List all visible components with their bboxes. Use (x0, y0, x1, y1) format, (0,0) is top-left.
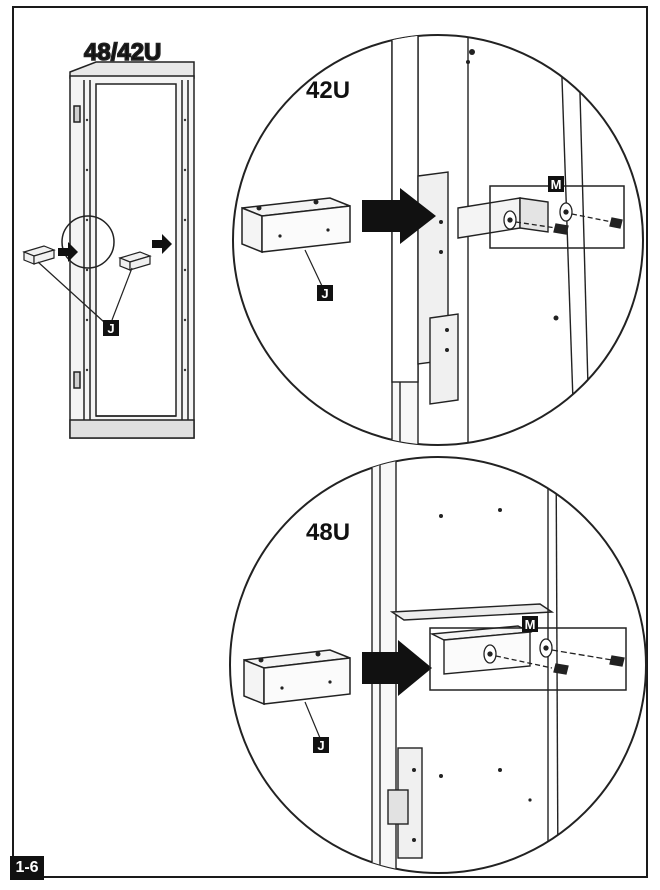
screw-washer-assembly-48u (483, 638, 625, 675)
bracket-j-48u (243, 649, 351, 706)
inset-42u-title: 42U (306, 77, 350, 104)
svg-text:M: M (525, 617, 536, 632)
svg-text:J: J (317, 738, 324, 753)
arrow-small-right (152, 234, 172, 254)
bracket-j-left-small (22, 245, 56, 265)
rack-overview: 48/42U (61, 38, 195, 439)
inset-48u: 48U J (229, 456, 647, 874)
arrow-small-left (58, 242, 78, 262)
screw-washer-assembly-42u (503, 202, 623, 235)
svg-text:J: J (107, 321, 114, 336)
bracket-j-42u (241, 197, 351, 254)
tag-m-42u: M (548, 176, 564, 192)
tag-j-42u: J (317, 285, 333, 301)
leader-lines-overview (37, 261, 133, 323)
tag-j-48u: J (313, 737, 329, 753)
arrow-48u (362, 640, 432, 696)
svg-text:J: J (321, 286, 328, 301)
tag-m-48u: M (522, 616, 538, 632)
figure-frame (12, 6, 648, 878)
inset-48u-title: 48U (306, 519, 350, 546)
step-number-badge: 1-6 (10, 856, 44, 880)
svg-text:M: M (551, 177, 562, 192)
tag-j-overview: J (103, 320, 119, 336)
inset-42u: 42U J (232, 34, 644, 446)
arrow-42u (362, 188, 436, 244)
bracket-j-right-small (118, 251, 152, 271)
